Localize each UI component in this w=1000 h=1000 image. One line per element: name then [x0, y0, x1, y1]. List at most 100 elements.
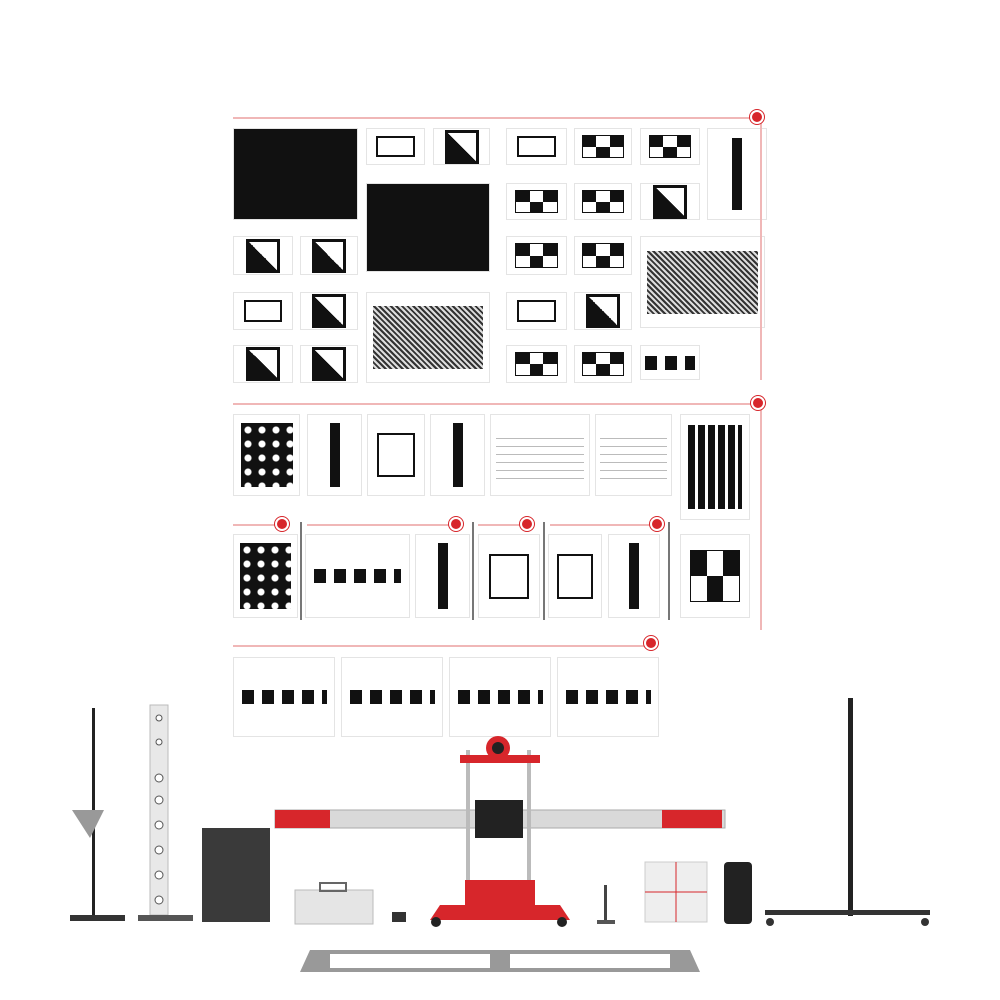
square-target	[246, 347, 280, 381]
group-separator	[300, 522, 302, 620]
section-divider	[233, 524, 285, 526]
target-panel	[640, 183, 700, 220]
target-panel	[574, 292, 632, 330]
square-target	[444, 129, 479, 164]
frame-target	[377, 433, 415, 477]
checkerboard-target	[582, 190, 624, 213]
frame-target	[243, 300, 283, 322]
target-panel	[233, 657, 335, 737]
small-tripod	[597, 885, 615, 924]
target-panel	[490, 414, 590, 496]
tall-stand	[765, 698, 930, 926]
square-target	[312, 238, 346, 273]
target-panel	[415, 534, 470, 618]
car-brand-badge-icon	[644, 636, 658, 650]
dot-grid-target	[240, 423, 293, 487]
target-panel	[506, 292, 567, 330]
checkerboard-target	[514, 190, 559, 213]
checkerboard-target	[582, 243, 624, 268]
target-panel	[233, 236, 293, 275]
target-panel	[640, 128, 700, 165]
checkerboard-target	[648, 135, 692, 158]
target-panel	[680, 414, 750, 520]
target-panel	[233, 414, 300, 496]
group-separator	[668, 522, 670, 620]
group-separator	[543, 522, 545, 620]
target-panel	[574, 236, 632, 275]
noise-pattern-target	[647, 250, 758, 314]
frame-target	[516, 300, 557, 322]
target-panel	[449, 657, 551, 737]
car-brand-badge-icon	[650, 517, 664, 531]
target-panel	[233, 128, 358, 220]
target-panel	[574, 183, 632, 220]
frame-target	[516, 135, 557, 158]
frame-target	[376, 135, 415, 158]
bar-target	[732, 138, 742, 210]
bar-target	[629, 543, 639, 609]
strip-target	[645, 355, 695, 370]
target-panel	[430, 414, 485, 496]
section-divider	[760, 404, 762, 630]
dark-case	[724, 862, 752, 924]
target-panel	[707, 128, 767, 220]
target-panel	[574, 345, 632, 383]
car-brand-badge-icon	[520, 517, 534, 531]
target-panel	[300, 345, 358, 383]
reflector-stand	[70, 708, 125, 921]
target-panel	[640, 236, 765, 328]
target-panel	[433, 128, 490, 165]
square-target	[312, 347, 346, 381]
target-panel	[233, 345, 293, 383]
target-panel	[506, 345, 567, 383]
checkerboard-target	[690, 550, 740, 602]
section-divider	[233, 645, 655, 647]
car-brand-badge-icon	[750, 110, 764, 124]
target-panel	[478, 534, 540, 618]
frame-target	[557, 553, 593, 599]
target-panel	[608, 534, 660, 618]
group-separator	[472, 522, 474, 620]
target-panel	[557, 657, 659, 737]
bar-target	[329, 423, 340, 487]
section-divider	[307, 524, 457, 526]
square-target	[586, 294, 620, 328]
white-panel	[644, 861, 708, 923]
car-brand-badge-icon	[449, 517, 463, 531]
target-panel	[341, 657, 443, 737]
checkerboard-target	[514, 352, 559, 376]
small-device	[392, 912, 406, 922]
car-brand-badge-icon	[275, 517, 289, 531]
target-panel	[366, 292, 490, 383]
floor-mat	[300, 950, 700, 972]
target-panel	[300, 236, 358, 275]
target-panel	[506, 183, 567, 220]
target-panel	[548, 534, 602, 618]
target-panel	[233, 534, 298, 618]
strip-target	[241, 690, 327, 704]
square-target	[653, 184, 687, 219]
dot-grid-target	[240, 543, 291, 609]
target-panel	[300, 292, 358, 330]
target-panel	[595, 414, 672, 496]
checkerboard-target	[582, 352, 624, 376]
section-divider	[550, 524, 658, 526]
target-panel	[506, 128, 567, 165]
target-panel	[367, 414, 425, 496]
section-divider	[478, 524, 528, 526]
target-panel	[307, 414, 362, 496]
light-pole	[138, 704, 193, 921]
checkerboard-target	[582, 135, 624, 158]
target-panel	[574, 128, 632, 165]
target-panel	[680, 534, 750, 618]
strip-target	[313, 569, 402, 583]
section-divider	[760, 118, 762, 380]
strip-target	[457, 690, 543, 704]
target-panel	[366, 128, 425, 165]
target-panel	[366, 183, 490, 272]
target-panel	[233, 292, 293, 330]
square-target	[246, 238, 280, 273]
line-diagram	[495, 431, 585, 479]
radar-board	[202, 828, 270, 922]
